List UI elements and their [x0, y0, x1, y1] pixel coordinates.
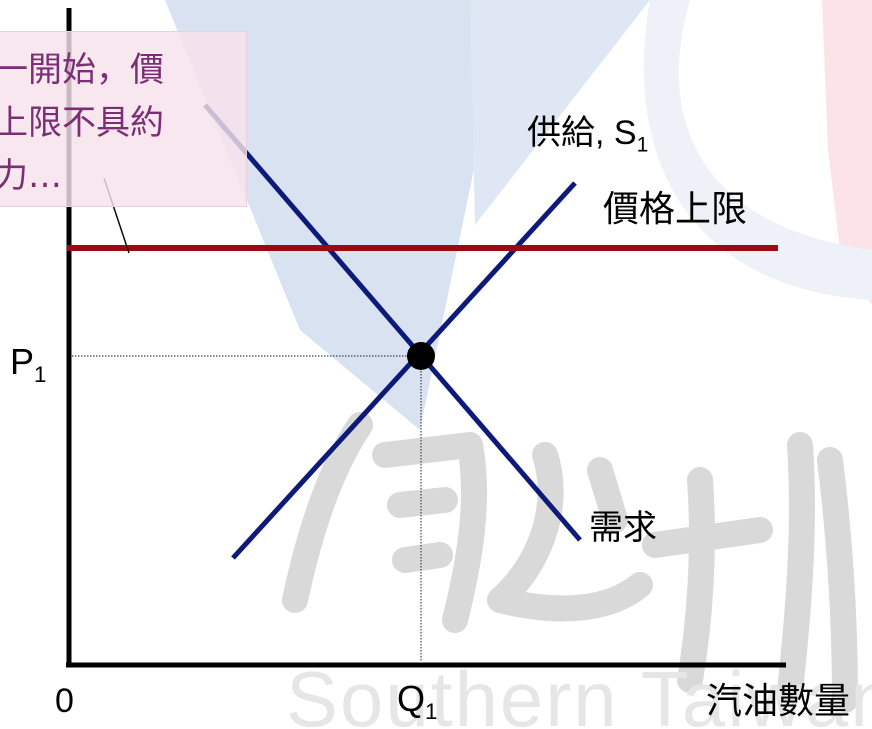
supply-label-main: 供給, S	[527, 114, 637, 152]
price-ceiling-label: 價格上限	[603, 189, 748, 230]
supply-label: 供給, S1	[527, 114, 648, 155]
quantity-q1-label: Q1	[397, 678, 437, 723]
watermark-text: Southern Taiwan	[286, 655, 872, 729]
quantity-q1-sub: 1	[425, 698, 438, 724]
origin-label: 0	[55, 682, 74, 720]
equilibrium-point	[407, 342, 435, 370]
price-p1-main: P	[10, 341, 35, 382]
supply-curve	[231, 181, 577, 560]
watermark-blue-band	[470, 0, 650, 225]
quantity-q1-main: Q	[397, 678, 426, 719]
demand-curve	[203, 103, 582, 542]
watermark-calligraphy	[282, 412, 858, 713]
price-p1-label: P1	[10, 341, 46, 386]
watermark-red-shape	[822, 0, 872, 305]
callout-text: 一開始，價 上限不具約 力…	[0, 50, 164, 196]
watermark-gray-curve	[643, 0, 872, 300]
callout-box	[0, 31, 247, 207]
price-p1-sub: 1	[34, 361, 47, 387]
demand-label: 需求	[589, 508, 657, 548]
supply-label-sub: 1	[636, 133, 649, 157]
x-axis-title: 汽油數量	[706, 681, 851, 722]
